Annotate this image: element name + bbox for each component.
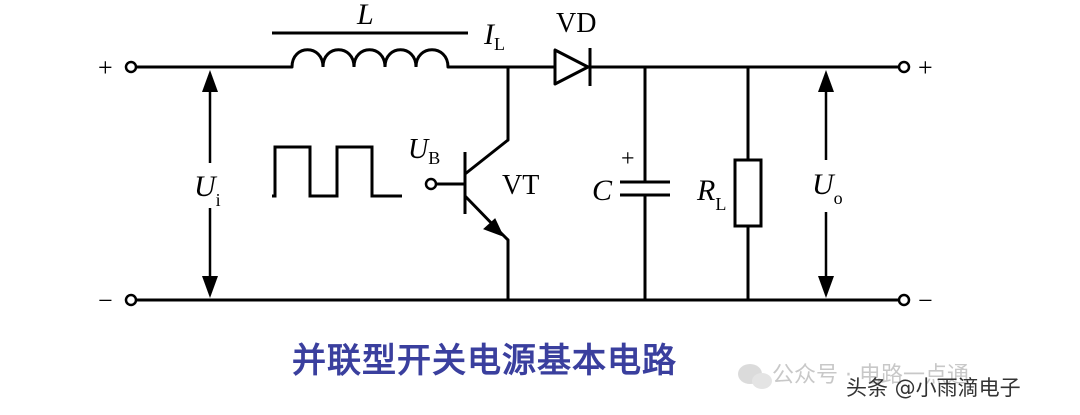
base-voltage-label: UB [408, 134, 440, 168]
transistor-symbol [436, 138, 510, 242]
output-plus-terminal [897, 60, 911, 74]
input-minus-label: − [98, 286, 113, 315]
load-subscript: L [715, 194, 726, 214]
watermark: 公众号 · 电路一点通 头条 @小雨滴电子 [738, 363, 1021, 400]
inductor-symbol [290, 48, 450, 68]
current-subscript: L [494, 34, 505, 54]
current-label: IL [483, 18, 505, 54]
capacitor-symbol [620, 180, 670, 197]
output-plus-label: + [918, 53, 933, 82]
output-voltage-symbol: U [812, 168, 836, 201]
watermark-line1: 公众号 · 电路一点通 [772, 363, 969, 388]
wechat-icon [738, 364, 772, 389]
watermark-line2: 头条 @小雨滴电子 [846, 376, 1021, 400]
base-voltage-subscript: B [428, 148, 440, 168]
base-voltage-symbol: U [408, 134, 430, 165]
output-voltage-arrow [818, 70, 834, 298]
input-minus-terminal [124, 293, 138, 307]
output-voltage-subscript: o [834, 188, 843, 208]
capacitor-polarity-label: + [621, 146, 635, 172]
transistor-label: VT [502, 170, 539, 201]
circuit-wires [133, 65, 902, 302]
diode-label: VD [556, 8, 596, 39]
load-label: RL [696, 174, 726, 214]
diode-symbol [553, 48, 592, 86]
input-voltage-arrow [202, 70, 218, 298]
diagram-caption: 并联型开关电源基本电路 [292, 341, 677, 381]
input-voltage-subscript: i [216, 190, 221, 210]
output-minus-label: − [918, 286, 933, 315]
capacitor-label: C [592, 174, 613, 207]
inductor-label: L [356, 0, 374, 31]
current-symbol: I [483, 18, 496, 51]
load-resistor-symbol [733, 158, 763, 228]
input-voltage-symbol: U [194, 170, 218, 203]
output-minus-terminal [897, 293, 911, 307]
load-symbol: R [696, 174, 715, 207]
output-voltage-label: Uo [812, 168, 843, 208]
input-plus-label: + [98, 53, 113, 82]
input-voltage-label: Ui [194, 170, 221, 210]
pulse-waveform [272, 145, 402, 198]
base-terminal [424, 177, 438, 191]
terminals [124, 60, 911, 307]
input-plus-terminal [124, 60, 138, 74]
